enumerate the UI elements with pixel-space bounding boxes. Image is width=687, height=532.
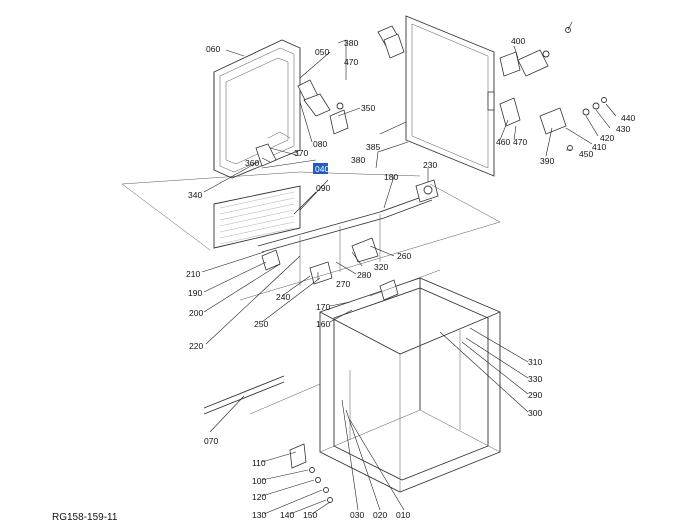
callout-280: 280 bbox=[357, 270, 371, 280]
door-latch-right bbox=[499, 27, 607, 151]
callout-170: 170 bbox=[316, 302, 330, 312]
callout-310: 310 bbox=[528, 357, 542, 367]
callout-370: 370 bbox=[294, 148, 308, 158]
callout-290: 290 bbox=[528, 390, 542, 400]
callout-410: 410 bbox=[592, 142, 606, 152]
callout-420: 420 bbox=[600, 133, 614, 143]
callout-430: 430 bbox=[616, 124, 630, 134]
callout-labels: 060 050 380 470 080 040 090 370 360 340 … bbox=[186, 36, 635, 520]
leader-lines bbox=[201, 21, 617, 515]
callout-300: 300 bbox=[528, 408, 542, 418]
callout-010: 010 bbox=[396, 510, 410, 520]
callout-250: 250 bbox=[254, 319, 268, 329]
callout-150: 150 bbox=[303, 510, 317, 520]
lower-bolts bbox=[289, 443, 333, 503]
callout-390: 390 bbox=[540, 156, 554, 166]
callout-380b: 380 bbox=[351, 155, 365, 165]
callout-070: 070 bbox=[204, 436, 218, 446]
callout-450: 450 bbox=[579, 149, 593, 159]
callout-385: 385 bbox=[366, 142, 380, 152]
door-frame bbox=[405, 15, 495, 177]
callout-140: 140 bbox=[280, 510, 294, 520]
callout-330: 330 bbox=[528, 374, 542, 384]
callout-470b: 470 bbox=[513, 137, 527, 147]
seal-strip bbox=[203, 375, 321, 415]
callout-200: 200 bbox=[189, 308, 203, 318]
callout-090: 090 bbox=[316, 183, 330, 193]
drawing-code: RG158-159-11 bbox=[52, 512, 118, 523]
callout-120: 120 bbox=[252, 492, 266, 502]
callout-040-highlight bbox=[313, 163, 328, 174]
callout-360: 360 bbox=[245, 158, 259, 168]
callout-400: 400 bbox=[511, 36, 525, 46]
callout-230: 230 bbox=[423, 160, 437, 170]
callout-220: 220 bbox=[189, 341, 203, 351]
callout-460: 460 bbox=[496, 137, 510, 147]
callout-080: 080 bbox=[313, 139, 327, 149]
callout-130: 130 bbox=[252, 510, 266, 520]
callout-100: 100 bbox=[252, 476, 266, 486]
callout-350: 350 bbox=[361, 103, 375, 113]
callout-160: 160 bbox=[316, 319, 330, 329]
lower-glass-panel bbox=[121, 171, 421, 251]
sliding-rail bbox=[239, 179, 501, 301]
callout-210: 210 bbox=[186, 269, 200, 279]
window-glass-frame bbox=[213, 39, 301, 179]
callout-180: 180 bbox=[384, 172, 398, 182]
callout-320: 320 bbox=[374, 262, 388, 272]
callout-270: 270 bbox=[336, 279, 350, 289]
callout-440: 440 bbox=[621, 113, 635, 123]
callout-240: 240 bbox=[276, 292, 290, 302]
callout-110: 110 bbox=[252, 458, 266, 468]
callout-050: 050 bbox=[315, 47, 329, 57]
callout-030: 030 bbox=[350, 510, 364, 520]
door-hinge-upper bbox=[377, 25, 405, 59]
callout-470: 470 bbox=[344, 57, 358, 67]
callout-340: 340 bbox=[188, 190, 202, 200]
callout-060: 060 bbox=[206, 44, 220, 54]
callout-260: 260 bbox=[397, 251, 411, 261]
callout-040: 040 bbox=[315, 164, 329, 174]
callout-020: 020 bbox=[373, 510, 387, 520]
callout-190: 190 bbox=[188, 288, 202, 298]
window-latch-parts bbox=[255, 79, 349, 167]
cabin-frame bbox=[319, 269, 501, 493]
callout-380: 380 bbox=[344, 38, 358, 48]
